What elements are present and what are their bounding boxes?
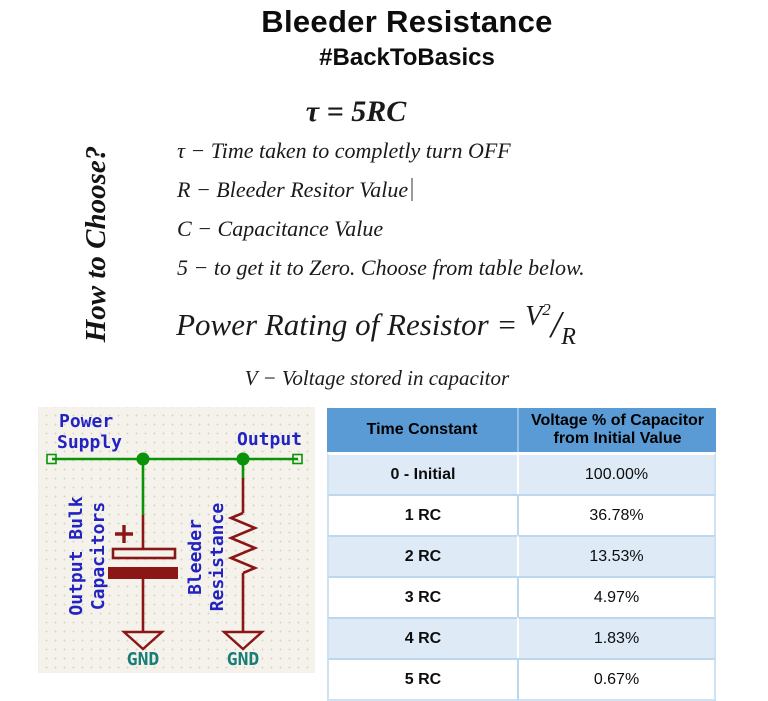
tau-formula: τ = 5RC <box>305 95 407 128</box>
power-formula-slash: / <box>550 304 562 346</box>
cell-voltage: 36.78% <box>517 494 716 535</box>
bleeder-label-line1: Bleeder <box>185 519 206 595</box>
table-row: 3 RC 4.97% <box>327 576 716 617</box>
table-row: 2 RC 13.53% <box>327 535 716 576</box>
cell-time-constant: 0 - Initial <box>327 452 517 494</box>
cell-time-constant: 3 RC <box>327 576 517 617</box>
results-table: Time Constant Voltage % of Capacitor fro… <box>327 408 716 701</box>
col-header-voltage: Voltage % of Capacitor from Initial Valu… <box>517 408 716 452</box>
capacitor-label-line2: Capacitors <box>88 502 109 610</box>
cell-voltage: 13.53% <box>517 535 716 576</box>
definition-line-tau: τ − Time taken to completly turn OFF <box>177 138 511 163</box>
circuit-panel: Power Supply Output Output Bulk Capacito… <box>38 407 315 673</box>
resistor-zigzag-icon <box>227 511 259 575</box>
definition-line-c: C − Capacitance Value <box>177 216 384 241</box>
circuit-schematic-svg: Power Supply Output Output Bulk Capacito… <box>46 411 303 670</box>
col-header-time-constant: Time Constant <box>327 408 517 452</box>
time-constant-table-wrap: Time Constant Voltage % of Capacitor fro… <box>327 408 716 701</box>
table-row: 0 - Initial 100.00% <box>327 452 716 494</box>
table-row: 4 RC 1.83% <box>327 617 716 658</box>
gnd-symbol-left-icon <box>120 630 166 651</box>
gnd-label-right: GND <box>227 649 260 670</box>
cell-voltage: 4.97% <box>517 576 716 617</box>
cell-time-constant: 5 RC <box>327 658 517 701</box>
definition-line-r: R − Bleeder Resitor Value <box>177 177 657 216</box>
wire-end-square-left-icon <box>46 453 57 465</box>
text-caret <box>411 178 414 201</box>
header-block: Bleeder Resistance #BackToBasics <box>0 4 768 72</box>
table-row: 5 RC 0.67% <box>327 658 716 701</box>
hashtag-label: #BackToBasics <box>319 43 495 71</box>
table-header-row: Time Constant Voltage % of Capacitor fro… <box>327 408 716 452</box>
cell-time-constant: 2 RC <box>327 535 517 576</box>
power-supply-label-line1: Power <box>59 411 113 432</box>
cell-time-constant: 1 RC <box>327 494 517 535</box>
definitions-block: τ − Time taken to completly turn OFF R −… <box>177 138 657 294</box>
capacitor-plus-sign-icon <box>115 525 133 543</box>
power-formula-exponent: 2 <box>542 300 551 319</box>
cell-voltage: 1.83% <box>517 617 716 658</box>
bleeder-label-line2: Resistance <box>207 503 228 612</box>
voltage-note: V − Voltage stored in capacitor <box>244 366 510 390</box>
capacitor-label-line1: Output Bulk <box>66 496 87 615</box>
page-title: Bleeder Resistance <box>261 4 553 39</box>
table-row: 1 RC 36.78% <box>327 494 716 535</box>
cell-voltage: 0.67% <box>517 658 716 701</box>
gnd-symbol-right-icon <box>220 630 266 651</box>
capacitor-top-plate-icon <box>111 547 177 560</box>
power-supply-label-line2: Supply <box>57 432 122 453</box>
gnd-label-left: GND <box>127 649 160 670</box>
power-formula-lhs: Power Rating of Resistor = <box>176 307 526 342</box>
definition-line-r-text: R − Bleeder Resitor Value <box>177 177 409 202</box>
power-formula-v: V <box>525 301 543 332</box>
output-label: Output <box>237 429 302 450</box>
power-formula-numerator: V2 <box>525 300 551 332</box>
power-rating-formula: Power Rating of Resistor = V2/R <box>0 300 752 350</box>
cell-voltage: 100.00% <box>517 452 716 494</box>
capacitor-bottom-plate-icon <box>108 567 178 579</box>
wire-end-square-right-icon <box>292 453 303 465</box>
cell-time-constant: 4 RC <box>327 617 517 658</box>
definition-line-5: 5 − to get it to Zero. Choose from table… <box>177 255 585 280</box>
power-formula-denominator: R <box>561 324 576 350</box>
